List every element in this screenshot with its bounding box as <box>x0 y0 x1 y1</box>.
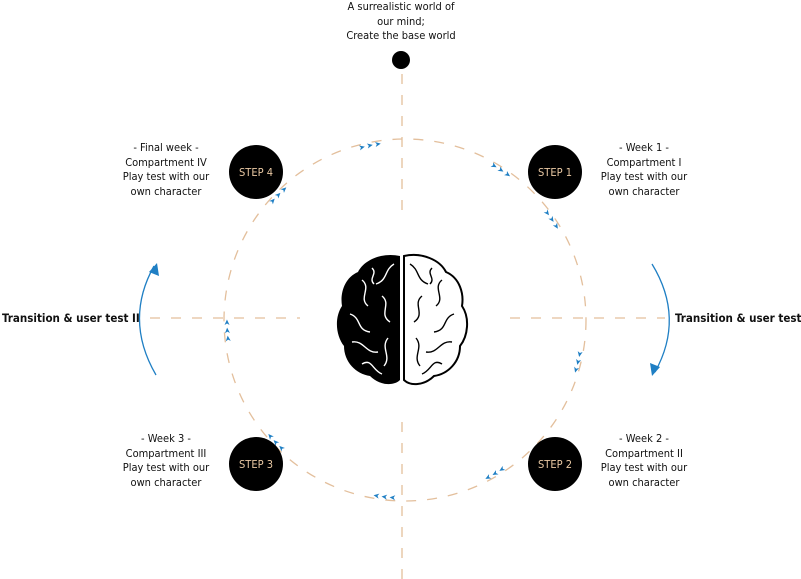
step-label-line: Compartment III <box>125 446 207 460</box>
step-label-line: own character <box>130 475 202 489</box>
step-3-badge: STEP 3 <box>229 437 283 491</box>
step-label-line: - Week 3 - <box>141 432 191 445</box>
direction-chevron-icon <box>576 358 582 365</box>
direction-chevron-icon <box>543 209 550 216</box>
direction-chevron-icon <box>273 440 280 446</box>
step-label-line: Compartment II <box>605 446 683 460</box>
direction-chevron-icon <box>224 319 230 326</box>
step-label-line: own character <box>130 184 202 198</box>
direction-chevron-icon <box>548 215 554 222</box>
cycle-circle <box>223 138 587 502</box>
start-label: A surrealistic world of our mind; Create… <box>320 0 482 44</box>
direction-chevron-icon <box>577 351 583 357</box>
direction-chevron-icon <box>366 143 373 149</box>
step-label-line: - Week 2 - <box>619 432 669 445</box>
step-label-line: - Week 1 - <box>619 141 669 154</box>
direction-chevron-icon <box>552 222 558 229</box>
transition-label-right: Transition & user test I <box>675 311 801 325</box>
direction-chevron-icon <box>497 166 504 172</box>
direction-chevron-icon <box>485 474 492 479</box>
direction-chevron-icon <box>374 142 381 147</box>
step-label-line: - Final week - <box>133 141 199 154</box>
step-2-label: - Week 2 - Compartment II Play test with… <box>584 432 704 490</box>
step-4-label: - Final week - Compartment IV Play test … <box>106 141 226 199</box>
direction-chevron-icon <box>279 445 285 452</box>
step-label-line: Play test with our <box>122 461 210 474</box>
direction-chevron-icon <box>280 187 287 193</box>
step-label-line: Play test with our <box>600 170 688 183</box>
arrowhead-right <box>650 363 660 376</box>
step-label-line: Compartment IV <box>125 155 207 169</box>
direction-chevron-icon <box>499 465 506 471</box>
direction-chevron-icon <box>269 198 275 205</box>
start-label-line: our mind; <box>377 14 425 28</box>
direction-chevron-icon <box>274 192 281 199</box>
step-label-line: Compartment I <box>606 155 682 169</box>
start-label-line: A surrealistic world of <box>347 0 455 13</box>
transition-arrow-left <box>138 265 157 376</box>
step-1-label: - Week 1 - Compartment I Play test with … <box>584 141 704 199</box>
direction-chevron-icon <box>373 493 380 499</box>
step-3-label: - Week 3 - Compartment III Play test wit… <box>106 432 226 490</box>
step-1-badge: STEP 1 <box>528 145 582 199</box>
direction-chevron-icon <box>224 327 230 334</box>
step-2-badge: STEP 2 <box>528 437 582 491</box>
arrowhead-left <box>149 263 159 276</box>
step-label-line: own character <box>608 475 680 489</box>
step-label-line: Play test with our <box>600 461 688 474</box>
direction-chevron-icon <box>574 366 579 373</box>
step-4-badge: STEP 4 <box>229 145 283 199</box>
transition-arrow-right <box>651 263 670 373</box>
direction-chevron-icon <box>381 494 388 500</box>
transition-label-left: Transition & user test II <box>2 311 140 325</box>
direction-chevron-icon <box>492 470 499 476</box>
step-label-line: Play test with our <box>122 170 210 183</box>
direction-chevron-icon <box>225 335 231 342</box>
start-dot <box>392 51 410 69</box>
step-label-line: own character <box>608 184 680 198</box>
direction-chevron-icon <box>389 495 396 501</box>
direction-chevron-icon <box>268 434 274 440</box>
direction-chevron-icon <box>358 145 365 151</box>
brain-icon <box>336 254 468 386</box>
direction-chevron-icon <box>490 162 497 168</box>
start-label-line: Create the base world <box>346 29 456 42</box>
direction-chevron-icon <box>504 171 511 177</box>
